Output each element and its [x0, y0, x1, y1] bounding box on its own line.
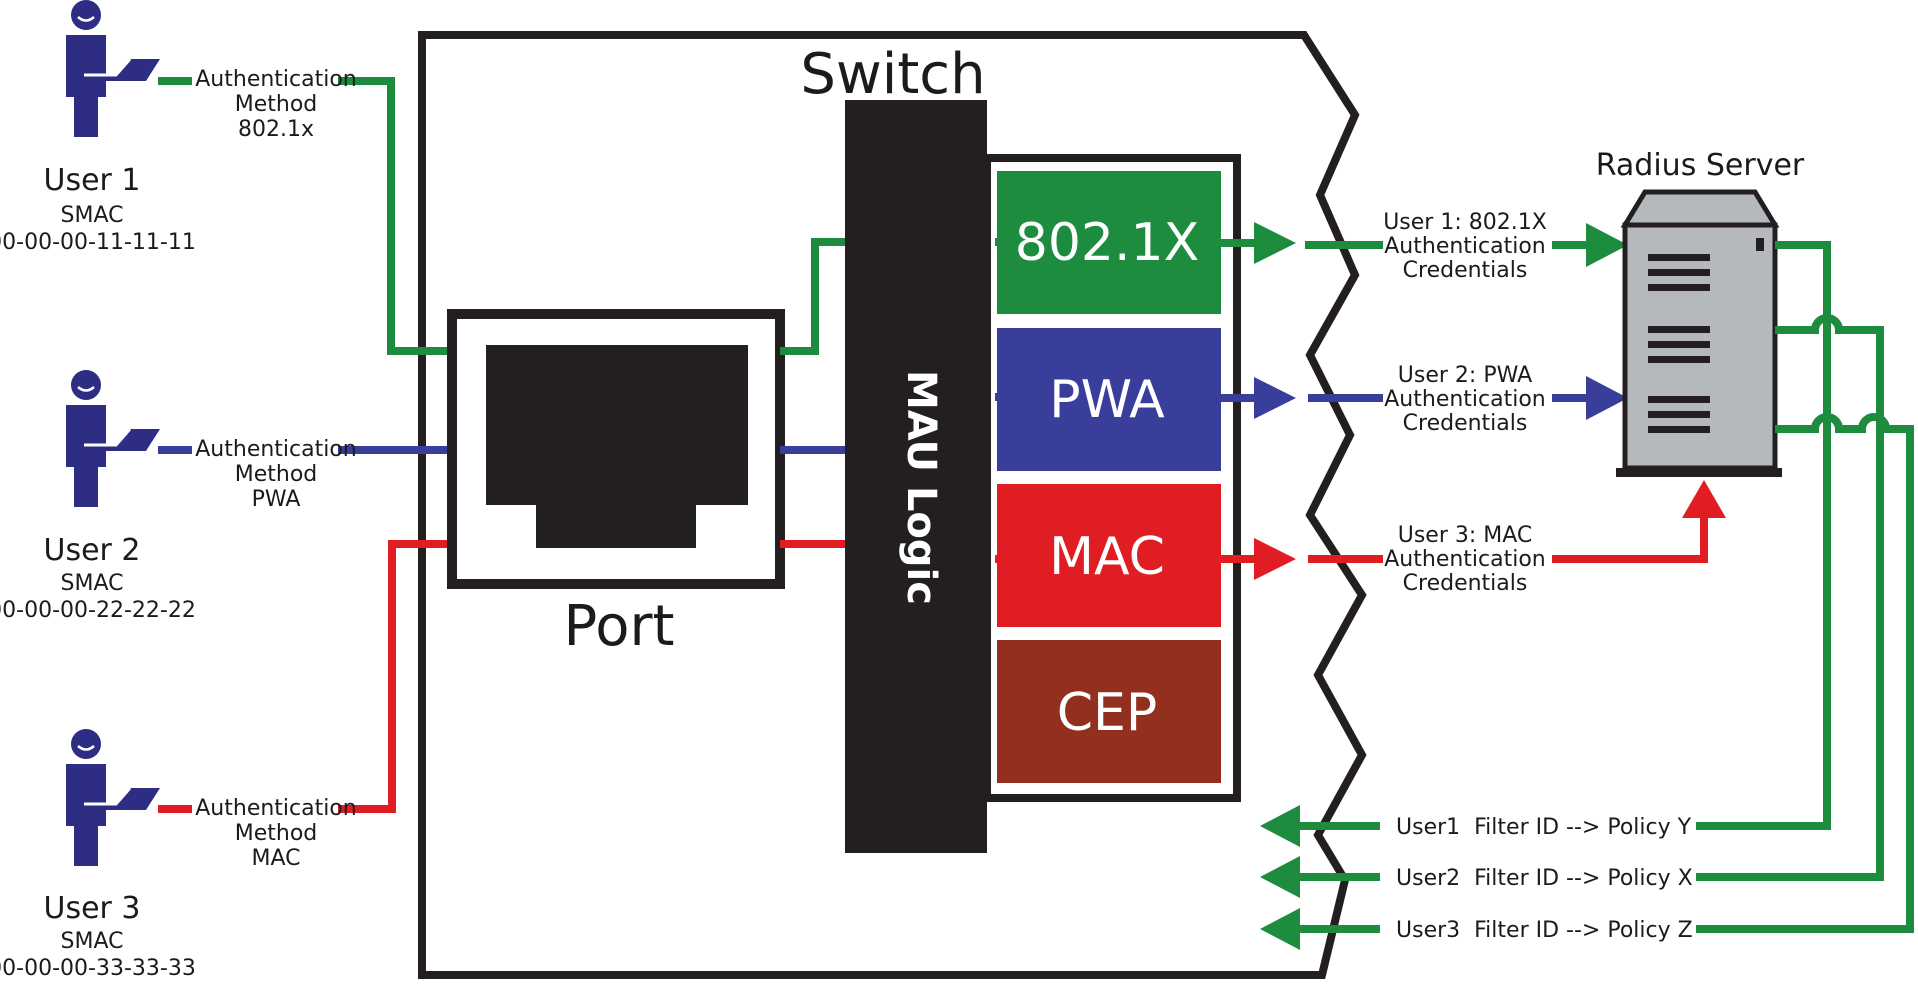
out-arrowhead-8021x: [1254, 222, 1296, 264]
svg-text:Credentials: Credentials: [1403, 258, 1528, 283]
svg-text:Credentials: Credentials: [1403, 571, 1528, 596]
method-label-pwa: PWA: [1049, 370, 1165, 430]
credential-label-2: User 2: PWA Authentication Credentials: [1384, 363, 1546, 436]
svg-text:User 3: MAC: User 3: MAC: [1398, 523, 1533, 548]
svg-text:Authentication: Authentication: [1384, 387, 1546, 412]
svg-text:Authentication: Authentication: [1384, 234, 1546, 259]
user-smac-label: SMAC: [61, 203, 124, 228]
return-line-user1: [1696, 241, 1831, 830]
policy-arrowhead-user3: [1260, 908, 1300, 950]
cred-arrowhead-8021x: [1586, 223, 1628, 267]
user-name: User 3: [43, 891, 140, 926]
filter-label-user1: User1 Filter ID --> Policy Y: [1396, 815, 1692, 840]
user-smac: 00-00-00-33-33-33: [0, 956, 196, 981]
policy-arrowhead-user2: [1260, 856, 1300, 898]
auth-method-line: Method: [235, 821, 318, 846]
user-name: User 1: [43, 163, 140, 198]
credential-label-1: User 1: 802.1X Authentication Credential…: [1383, 210, 1547, 283]
port-title: Port: [563, 594, 674, 659]
port-wire-8021x: [780, 238, 867, 355]
auth-method-line: Method: [235, 462, 318, 487]
user3-wire: [338, 540, 452, 813]
user-1: User 1 SMAC 00-00-00-11-11-11 Authentica…: [0, 0, 357, 255]
user-3: User 3 SMAC 00-00-00-33-33-33 Authentica…: [0, 727, 357, 981]
svg-text:Authentication: Authentication: [1384, 547, 1546, 572]
out-arrowhead-mac: [1254, 538, 1296, 580]
auth-method-line: PWA: [252, 487, 301, 512]
radius-server-title: Radius Server: [1596, 148, 1805, 183]
user-smac: 00-00-00-22-22-22: [0, 598, 196, 623]
method-block-pwa[interactable]: [997, 328, 1221, 471]
return-line-user2: [1696, 314, 1884, 881]
cred-arrowhead-mac: [1682, 480, 1726, 518]
filter-label-user3: User3 Filter ID --> Policy Z: [1396, 918, 1693, 943]
method-label-mac: MAC: [1049, 527, 1165, 587]
filter-label-user2: User2 Filter ID --> Policy X: [1396, 866, 1693, 891]
user-smac-label: SMAC: [61, 929, 124, 954]
svg-text:Credentials: Credentials: [1403, 411, 1528, 436]
auth-method-line: 802.1x: [238, 117, 314, 142]
user-2: User 2 SMAC 00-00-00-22-22-22 Authentica…: [0, 368, 357, 623]
method-block-cep[interactable]: [997, 640, 1221, 783]
auth-method-line: Method: [235, 92, 318, 117]
radius-server-icon: [1616, 189, 1782, 477]
auth-method-line: Authentication: [195, 437, 357, 462]
user-laptop-icon: [64, 0, 162, 139]
switch-title: Switch: [800, 42, 985, 107]
method-block-8021x[interactable]: [997, 171, 1221, 314]
return-line-user3: [1696, 413, 1914, 933]
policy-arrowhead-user1: [1260, 805, 1300, 847]
port-icon: [486, 345, 748, 548]
mau-logic-label: MAU Logic: [898, 370, 944, 605]
user-smac: 00-00-00-11-11-11: [0, 230, 196, 255]
user-smac-label: SMAC: [61, 571, 124, 596]
svg-text:User 1: 802.1X: User 1: 802.1X: [1383, 210, 1547, 235]
auth-method-line: Authentication: [195, 796, 357, 821]
method-block-mac[interactable]: [997, 484, 1221, 627]
auth-method-line: MAC: [251, 846, 300, 871]
cred-arrowhead-pwa: [1586, 376, 1628, 420]
method-label-cep: CEP: [1057, 683, 1158, 743]
method-label-8021x: 802.1X: [1015, 213, 1200, 273]
user1-wire: [338, 77, 452, 355]
auth-method-line: Authentication: [195, 67, 357, 92]
cred-line-mac-b: [1552, 518, 1708, 563]
user-laptop-icon: [64, 368, 162, 509]
user-name: User 2: [43, 533, 140, 568]
user-laptop-icon: [64, 727, 162, 868]
out-arrowhead-pwa: [1254, 377, 1296, 419]
svg-text:User 2: PWA: User 2: PWA: [1398, 363, 1532, 388]
credential-label-3: User 3: MAC Authentication Credentials: [1384, 523, 1546, 596]
mau-logic-bar: [845, 100, 987, 853]
